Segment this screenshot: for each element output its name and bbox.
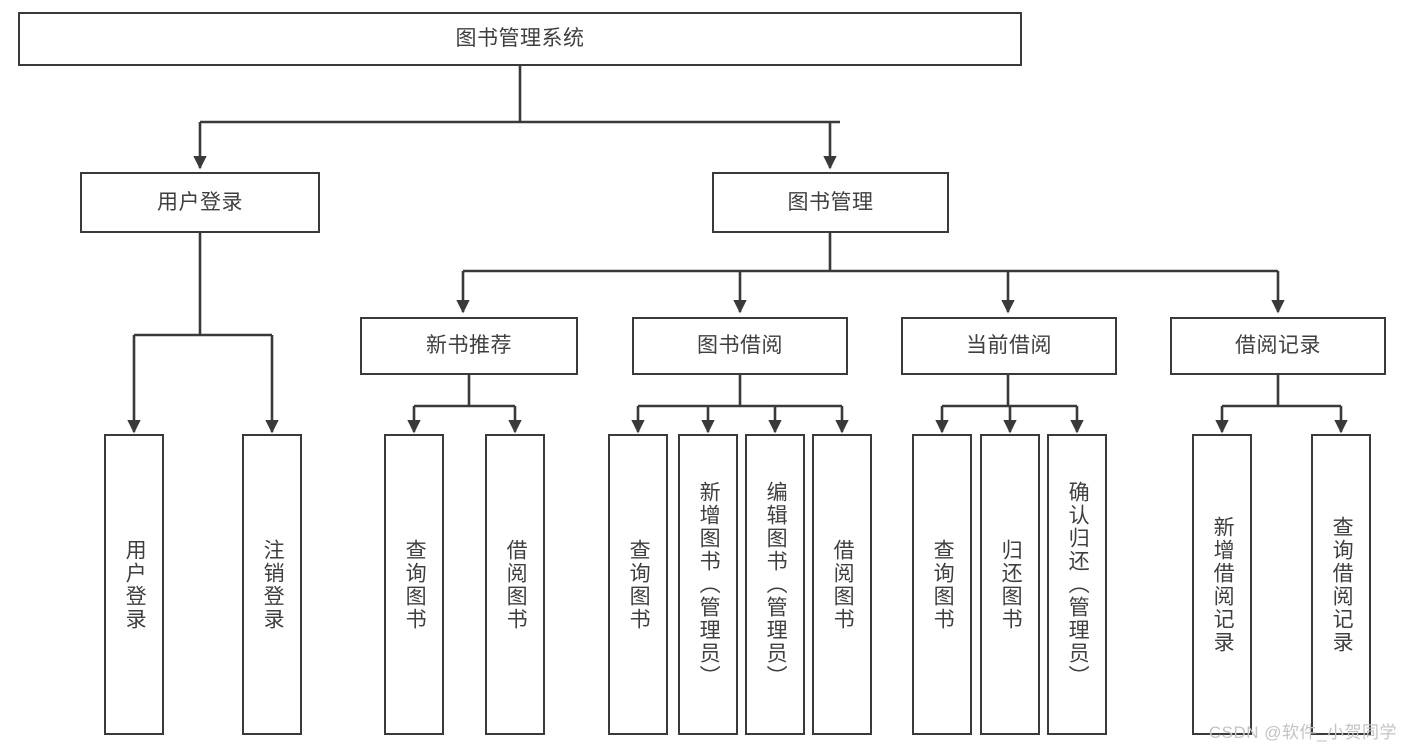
node-leaf-user-login[interactable]: 用户登录	[104, 434, 164, 735]
node-leaf-label: 借阅图书	[504, 538, 528, 631]
node-leaf-label: 查询图书	[931, 538, 955, 631]
node-leaf-edit-book-admin[interactable]: 编辑图书（管理员）	[745, 434, 805, 735]
node-leaf-label: 归还图书	[999, 538, 1023, 631]
node-leaf-label: 确认归还（管理员）	[1066, 481, 1090, 688]
csdn-watermark: CSDN @软件_小贺同学	[1208, 723, 1397, 742]
node-leaf-label: 用户登录	[123, 538, 147, 631]
node-leaf-add-borrow-record[interactable]: 新增借阅记录	[1192, 434, 1252, 735]
node-leaf-label: 编辑图书（管理员）	[764, 481, 788, 688]
node-root-system[interactable]: 图书管理系统	[18, 12, 1022, 66]
node-leaf-label: 注销登录	[261, 538, 285, 631]
node-leaf-label: 查询图书	[627, 538, 651, 631]
node-leaf-recommend-borrow-book[interactable]: 借阅图书	[485, 434, 545, 735]
node-leaf-borrow-book[interactable]: 借阅图书	[812, 434, 872, 735]
node-leaf-label: 新增图书（管理员）	[697, 481, 721, 688]
node-leaf-recommend-query-book[interactable]: 查询图书	[384, 434, 444, 735]
node-user-login[interactable]: 用户登录	[80, 172, 320, 233]
node-leaf-logout[interactable]: 注销登录	[242, 434, 302, 735]
node-book-management[interactable]: 图书管理	[712, 172, 949, 233]
node-leaf-label: 新增借阅记录	[1211, 515, 1235, 654]
node-leaf-confirm-return-admin[interactable]: 确认归还（管理员）	[1047, 434, 1107, 735]
node-leaf-label: 查询图书	[403, 538, 427, 631]
node-leaf-query-borrow-record[interactable]: 查询借阅记录	[1311, 434, 1371, 735]
node-leaf-current-query-book[interactable]: 查询图书	[912, 434, 972, 735]
node-leaf-label: 借阅图书	[831, 538, 855, 631]
node-leaf-label: 查询借阅记录	[1330, 515, 1354, 654]
node-leaf-return-book[interactable]: 归还图书	[980, 434, 1040, 735]
node-current-borrow[interactable]: 当前借阅	[901, 317, 1117, 375]
node-book-borrow[interactable]: 图书借阅	[632, 317, 848, 375]
node-borrow-record[interactable]: 借阅记录	[1170, 317, 1386, 375]
node-leaf-borrow-query-book[interactable]: 查询图书	[608, 434, 668, 735]
node-leaf-add-book-admin[interactable]: 新增图书（管理员）	[678, 434, 738, 735]
node-new-book-recommend[interactable]: 新书推荐	[360, 317, 578, 375]
